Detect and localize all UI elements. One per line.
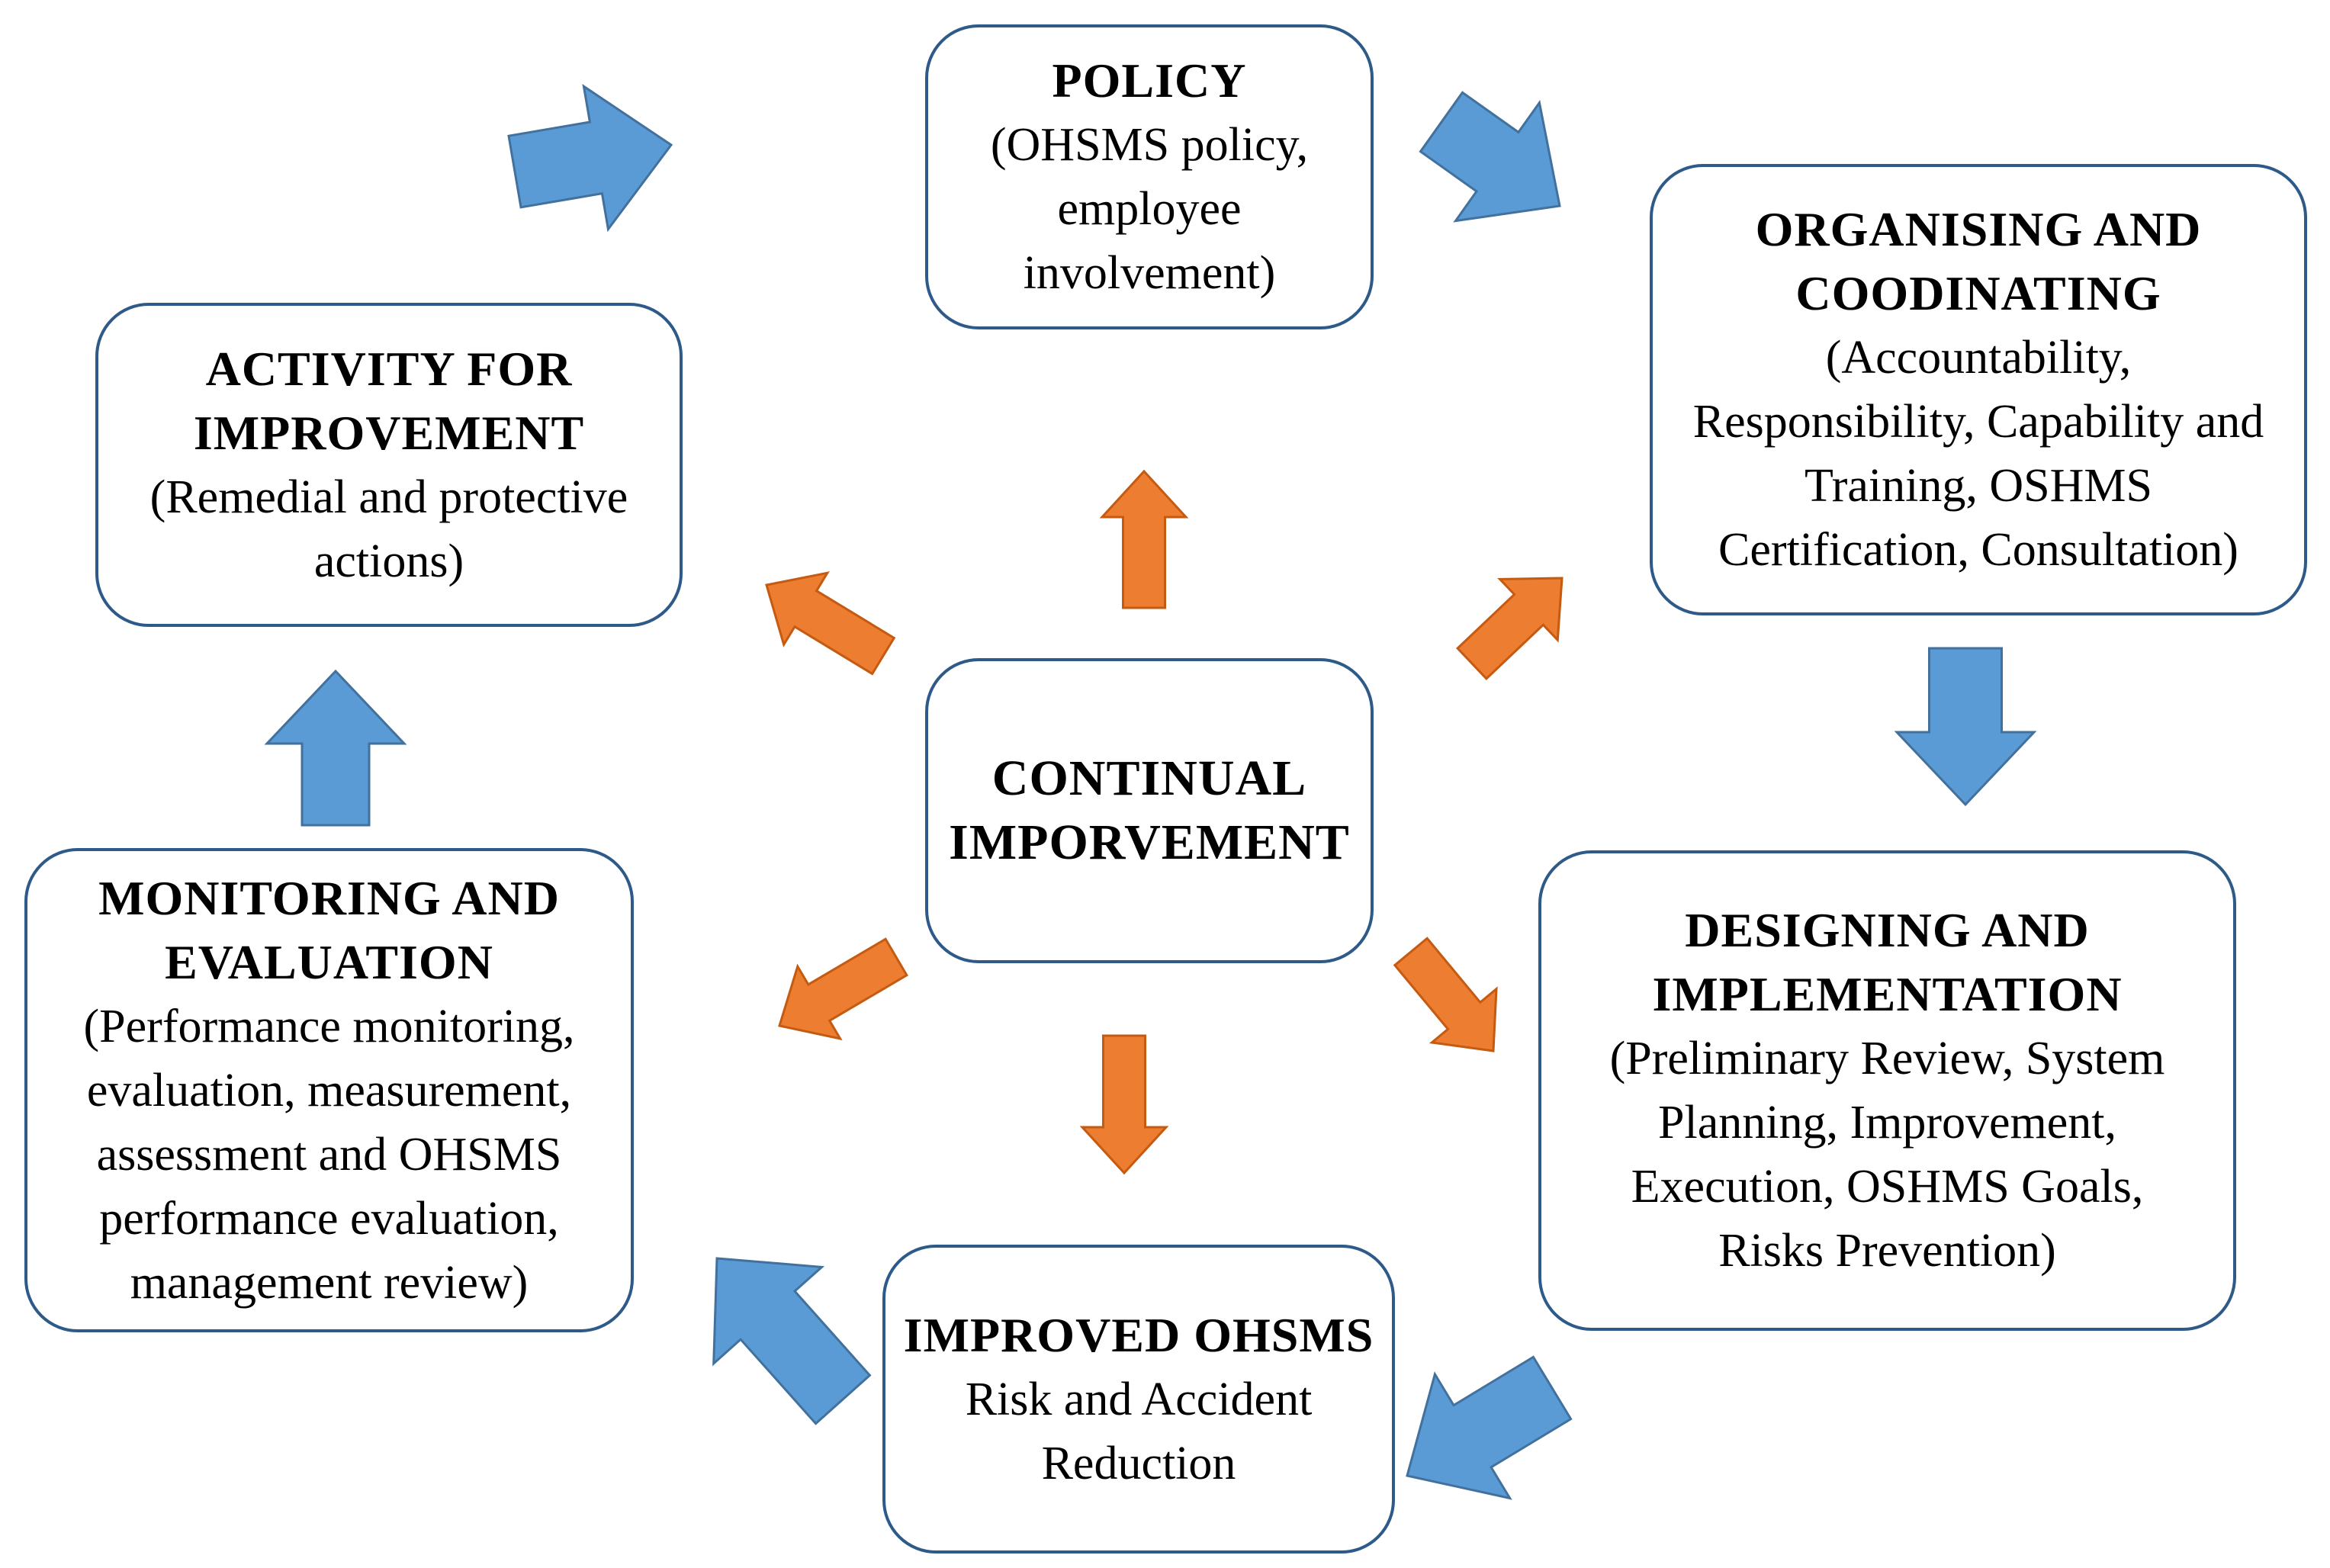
activity-node: ACTIVITY FOR IMPROVEMENT (Remedial and p… [95, 303, 683, 627]
arrow-designing-to-improved [1406, 1355, 1573, 1500]
monitoring-title: MONITORING AND EVALUATION [98, 870, 560, 989]
policy-title: POLICY [1052, 53, 1247, 108]
arrow-activity-to-policy [507, 84, 673, 233]
policy-description: (OHSMS policy, employee involvement) [990, 119, 1309, 299]
monitoring-node: MONITORING AND EVALUATION (Performance m… [24, 848, 634, 1332]
arrow-center-to-improved [1079, 1034, 1169, 1175]
improved-title: IMPROVED OHSMS [903, 1307, 1374, 1362]
monitoring-description: (Performance monitoring, evaluation, mea… [83, 1000, 575, 1309]
arrow-organising-to-designing [1894, 647, 2037, 807]
arrow-improved-to-monitoring [712, 1257, 872, 1425]
organising-description: (Accountability, Responsibility, Capabil… [1692, 332, 2264, 576]
improved-node: IMPROVED OHSMS Risk and Accident Reducti… [882, 1245, 1395, 1554]
arrow-center-to-organising [1455, 577, 1564, 681]
designing-node: DESIGNING AND IMPLEMENTATION (Preliminar… [1538, 850, 2236, 1331]
arrow-center-to-activity [765, 571, 896, 676]
designing-title: DESIGNING AND IMPLEMENTATION [1652, 903, 2123, 1021]
policy-node: POLICY (OHSMS policy, employee involveme… [925, 24, 1374, 329]
arrow-policy-to-organising [1419, 91, 1561, 223]
center-node: CONTINUAL IMPORVEMENT [925, 658, 1374, 963]
activity-title: ACTIVITY FOR IMPROVEMENT [193, 341, 585, 460]
center-title: CONTINUAL IMPORVEMENT [949, 750, 1350, 870]
improved-description: Risk and Accident Reduction [965, 1373, 1313, 1489]
arrow-center-to-policy [1099, 469, 1189, 609]
arrow-monitoring-to-activity [264, 669, 407, 827]
activity-description: (Remedial and protective actions) [149, 471, 628, 587]
designing-description: (Preliminary Review, System Planning, Im… [1609, 1033, 2165, 1277]
organising-title: ORGANISING AND COODINATING [1755, 202, 2202, 320]
organising-node: ORGANISING AND COODINATING (Accountabili… [1650, 164, 2307, 615]
arrow-center-to-designing [1393, 937, 1498, 1052]
arrow-center-to-monitoring [778, 937, 908, 1041]
